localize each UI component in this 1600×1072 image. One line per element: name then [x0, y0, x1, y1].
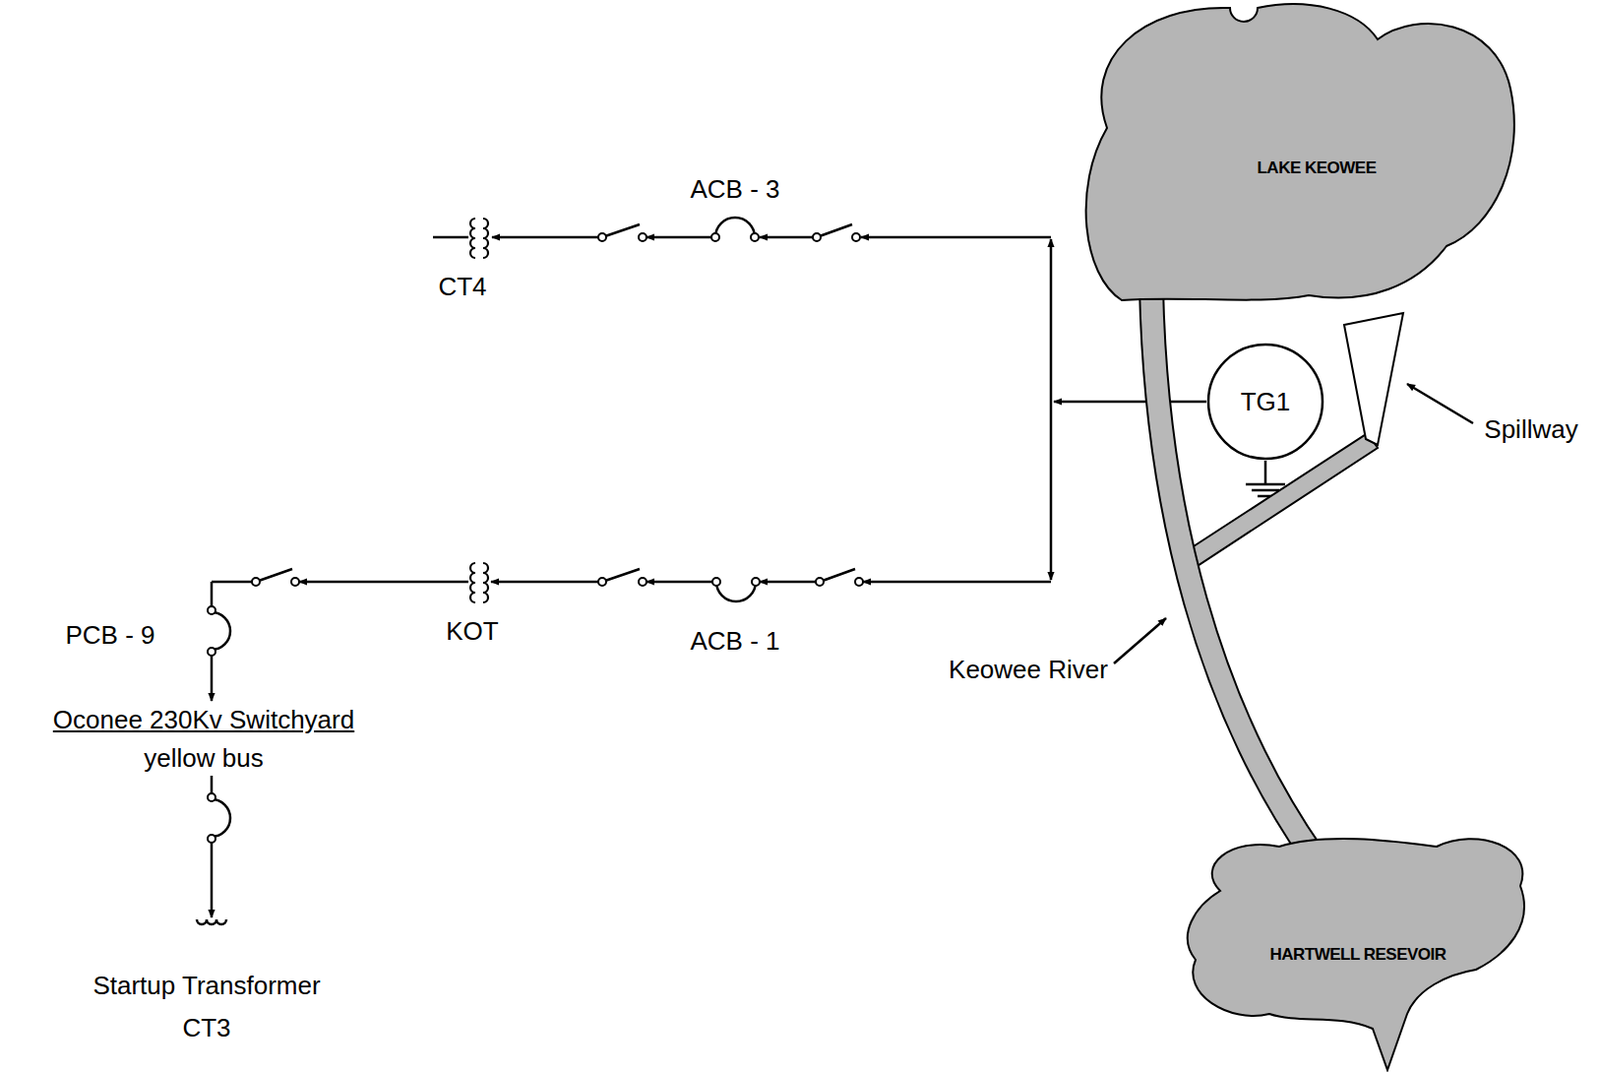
switchyard-label: Oconee 230Kv Switchyard: [53, 705, 355, 736]
transformer-coil: [470, 562, 476, 603]
transformer-label: Startup Transformer: [92, 971, 320, 1001]
transformer-label: KOT: [445, 616, 498, 647]
transformer-coil: [483, 218, 489, 258]
generator-circle: TG1: [1206, 342, 1325, 461]
lake-region: LAKE KEOWEE: [1067, 0, 1521, 308]
shape-outline: [1067, 0, 1521, 308]
callout-label: Keowee River: [948, 655, 1108, 685]
breaker-label: PCB - 9: [64, 620, 155, 651]
bus-label: yellow bus: [143, 743, 263, 774]
transformer-coil: [483, 562, 489, 603]
transformer-label: CT3: [182, 1013, 231, 1044]
transformer-label: CT4: [437, 272, 487, 303]
breaker-label: ACB - 3: [689, 175, 780, 205]
node-label: TG1: [1240, 386, 1292, 418]
node-label: LAKE KEOWEE: [1256, 158, 1376, 179]
callout-label: Spillway: [1483, 415, 1578, 445]
breaker-label: ACB - 1: [689, 626, 780, 657]
transformer-coil: [470, 218, 476, 258]
reservoir-region: HARTWELL RESEVOIR: [1185, 836, 1540, 1072]
node-label: HARTWELL RESEVOIR: [1269, 944, 1446, 965]
